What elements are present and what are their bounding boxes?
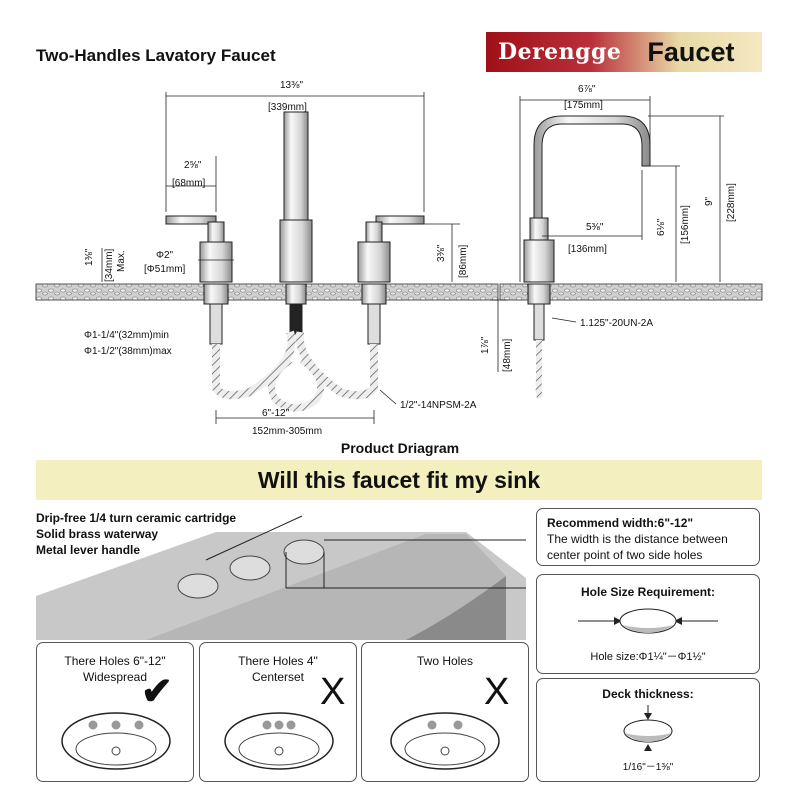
option-line1: There Holes 4"	[238, 654, 318, 668]
countertop-right	[499, 283, 763, 301]
option-centerset: There Holes 4" Centerset X	[199, 642, 357, 782]
dim-spout-reach-in: 5⅜"	[586, 222, 604, 233]
feature-list: Drip-free 1/4 turn ceramic cartridge Sol…	[36, 510, 236, 558]
hole-size-title: Hole Size Requirement:	[580, 585, 716, 599]
option-line1: There Holes 6"-12"	[64, 654, 166, 668]
dim-spout-in: 6⅛"	[656, 218, 667, 236]
dim-overall-mm: [339mm]	[268, 102, 307, 113]
check-mark-icon: ✔	[141, 671, 173, 713]
hole-size-icon	[578, 608, 718, 634]
dim-npsm: 1/2"-14NPSM-2A	[400, 400, 477, 411]
dim-hole-max: Φ1-1/2"(38mm)max	[84, 346, 172, 357]
sink-two-holes-icon	[390, 712, 500, 770]
brand-name: Derengge	[498, 39, 622, 65]
product-diagram-label: Product Driagram	[340, 440, 460, 456]
dim-base-in: Φ2"	[156, 250, 174, 261]
dim-escut-in: 3⅜"	[436, 244, 447, 262]
dim-spread-in: 6"-12"	[262, 408, 290, 419]
option-line2: Centerset	[251, 670, 305, 684]
recommend-line1: The width is the distance between	[547, 532, 728, 546]
dim-thread: 1.125"-20UN-2A	[580, 318, 653, 329]
right-handle	[357, 215, 425, 305]
product-diagram: 13⅜" [339mm] 2⅝" [68mm] Φ2" [Φ51mm] 1⅜" …	[35, 80, 763, 437]
dim-handle-in: 2⅝"	[184, 160, 202, 171]
x-mark-icon: X	[320, 671, 346, 713]
center-spout	[279, 111, 313, 335]
dim-height-mm: [228mm]	[726, 183, 737, 222]
option-line2: Widespread	[82, 670, 148, 684]
dim-handle-mm: [68mm]	[172, 178, 206, 189]
deck-thickness-label: 1/16"－1⅜"	[622, 762, 674, 773]
hole-size-label: Hole size:Φ1¼"－Φ1½"	[590, 651, 706, 663]
dim-base-mm: [Φ51mm]	[144, 264, 186, 275]
recommend-line2: center point of two side holes	[547, 548, 703, 562]
dim-shank-mm: [48mm]	[502, 338, 513, 372]
fit-banner: Will this faucet fit my sink	[36, 460, 762, 500]
dim-overall-in: 13⅜"	[280, 80, 303, 91]
feature-item: Solid brass waterway	[36, 527, 159, 541]
brand-product-word: Faucet	[647, 36, 735, 67]
option-line1: Two Holes	[416, 654, 474, 668]
dim-height-in: 9"	[704, 196, 715, 206]
dim-reach-in: 6⅞"	[578, 84, 596, 95]
feature-item: Metal lever handle	[36, 543, 141, 557]
sink-centerset-icon	[224, 712, 334, 770]
dim-deck-in: 1⅜"	[84, 248, 95, 266]
sink-hole-middle	[229, 555, 271, 581]
deck-thickness-box: Deck thickness: 1/16"－1⅜"	[536, 678, 760, 782]
dim-hole-min: Φ1-1/4"(32mm)min	[84, 330, 169, 341]
feature-item: Drip-free 1/4 turn ceramic cartridge	[36, 511, 237, 525]
countertop-left	[35, 283, 499, 301]
dim-reach-mm: [175mm]	[564, 100, 603, 111]
recommend-box: Recommend width:6"-12" The width is the …	[536, 508, 760, 566]
sink-hole-right	[283, 539, 325, 565]
dim-spread-mm: 152mm-305mm	[252, 426, 322, 437]
x-mark-icon: X	[484, 671, 510, 713]
deck-thickness-icon	[623, 705, 673, 751]
dim-escut-mm: [86mm]	[458, 244, 469, 278]
deck-thickness-title: Deck thickness:	[602, 687, 694, 701]
sink-hole-left	[177, 573, 219, 599]
option-two-holes: Two Holes X	[361, 642, 529, 782]
left-handle	[165, 215, 233, 305]
dim-deck-max: Max.	[116, 250, 127, 272]
sink-widespread-icon	[61, 712, 171, 770]
dim-spout-reach-mm: [136mm]	[568, 244, 607, 255]
option-widespread: There Holes 6"-12" Widespread ✔	[36, 642, 194, 782]
page-title: Two-Handles Lavatory Faucet	[36, 46, 276, 65]
brand-logo: Derengge Faucet	[486, 32, 762, 72]
dim-spout-mm: [156mm]	[680, 205, 691, 244]
hole-size-box: Hole Size Requirement: Hole size:Φ1¼"－Φ1…	[536, 574, 760, 674]
sink-illustration	[36, 504, 526, 640]
recommend-title: Recommend width:6"-12"	[547, 516, 694, 530]
dim-shank-in: 1⅞"	[480, 336, 491, 354]
dim-deck-mm: [34mm]	[104, 248, 115, 282]
side-view-faucet	[523, 115, 651, 305]
